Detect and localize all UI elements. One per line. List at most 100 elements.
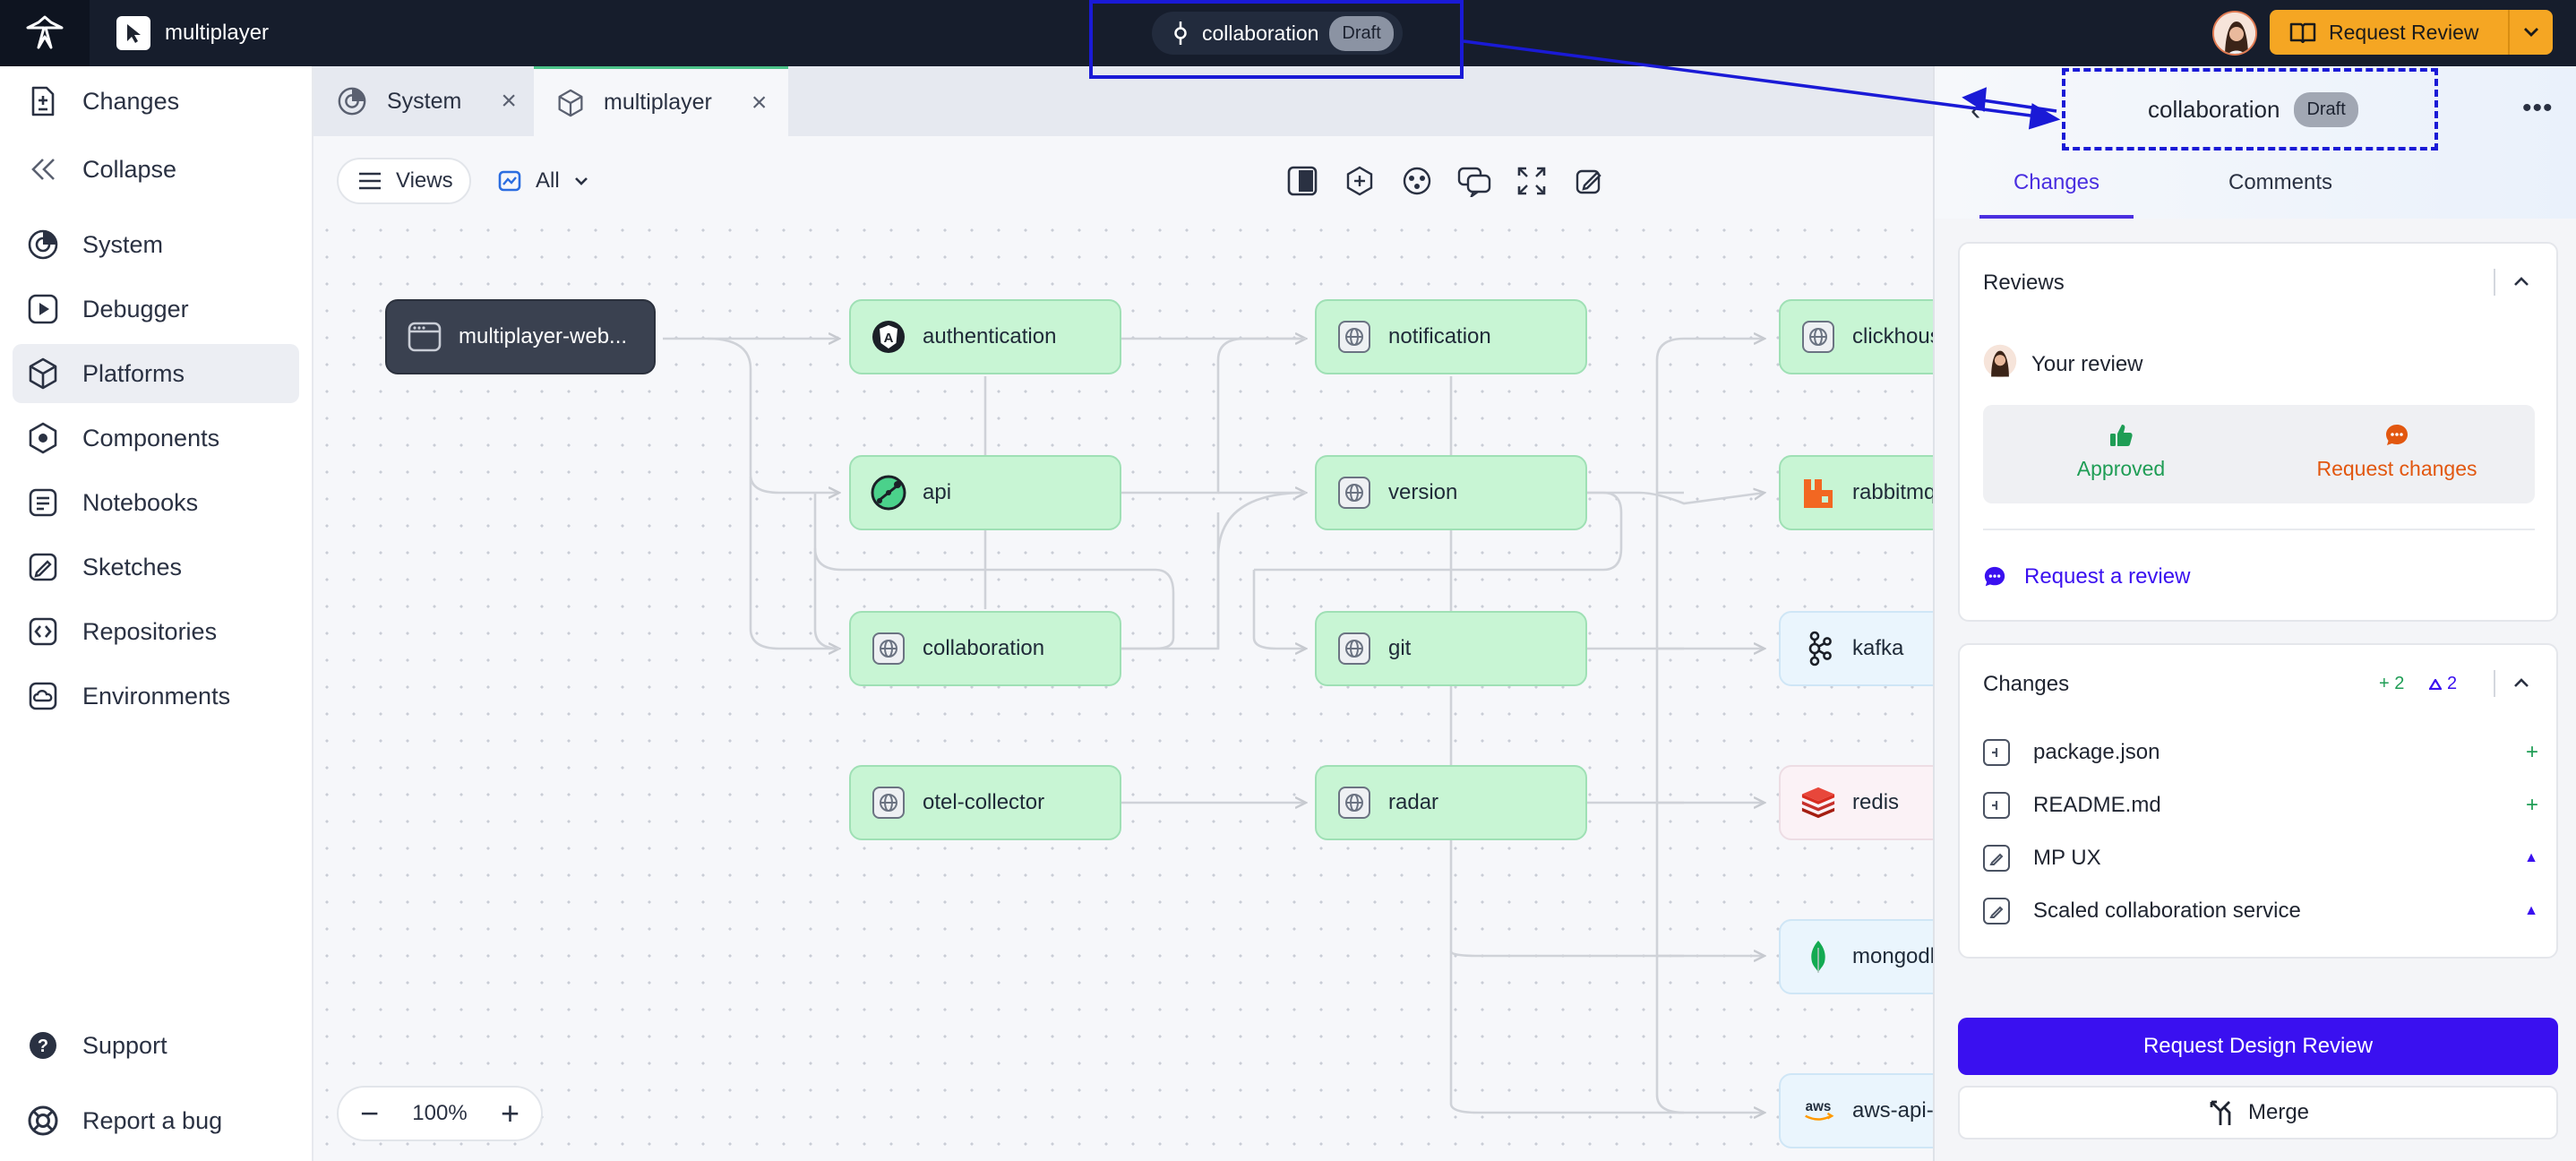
sidebar-item-label: Repositories — [82, 617, 218, 645]
repositories-icon — [27, 615, 59, 648]
tab-multiplayer[interactable]: multiplayer × — [534, 66, 788, 136]
more-options-icon[interactable]: ••• — [2522, 93, 2554, 123]
tab-comments[interactable]: Comments — [2203, 170, 2357, 219]
components-icon — [27, 422, 59, 454]
file-name: README.md — [2033, 793, 2161, 817]
node-label: api — [923, 480, 952, 504]
fit-view-icon[interactable] — [1514, 163, 1550, 199]
chevron-down-icon — [574, 177, 588, 185]
back-arrow-icon[interactable]: ‹ — [1971, 93, 1981, 127]
request-changes-button[interactable]: Request changes — [2259, 423, 2535, 481]
sketch-icon — [1983, 845, 2010, 872]
service-globe-icon — [1336, 475, 1372, 511]
request-a-review-link[interactable]: Request a review — [1983, 564, 2190, 589]
graph-node-redis[interactable]: redis — [1779, 765, 1933, 840]
sidebar-item-label: Support — [82, 1031, 167, 1059]
changed-file-row[interactable]: README.md + — [1983, 784, 2538, 827]
node-label: notification — [1388, 324, 1491, 348]
edit-icon[interactable] — [1571, 163, 1607, 199]
changed-file-row[interactable]: MP UX ▲ — [1983, 837, 2538, 880]
changes-icon — [27, 85, 59, 117]
tab-system[interactable]: System × — [313, 66, 534, 136]
project-switcher[interactable]: multiplayer — [116, 15, 269, 51]
user-avatar[interactable] — [2212, 11, 2257, 56]
sidebar-item-repositories[interactable]: Repositories — [13, 602, 299, 661]
merge-button[interactable]: Merge — [1958, 1086, 2558, 1140]
request-review-button[interactable]: Request Review — [2270, 10, 2553, 55]
request-review-main[interactable]: Request Review — [2270, 21, 2508, 45]
project-icon — [116, 16, 150, 50]
divider — [2494, 269, 2495, 296]
graph-node-kafka[interactable]: kafka — [1779, 611, 1933, 686]
zoom-in-button[interactable]: + — [500, 1095, 519, 1131]
graph-node-radar[interactable]: radar — [1315, 765, 1587, 840]
sidebar-item-system[interactable]: System — [13, 215, 299, 274]
graph-node-version[interactable]: version — [1315, 455, 1587, 530]
graph-node-notification[interactable]: notification — [1315, 299, 1587, 374]
graph-node-multiplayer-web[interactable]: multiplayer-web... — [385, 299, 656, 374]
add-node-icon[interactable] — [1342, 163, 1378, 199]
graph-node-collaboration[interactable]: collaboration — [849, 611, 1121, 686]
app-logo[interactable] — [0, 0, 90, 66]
sidebar-item-debugger[interactable]: Debugger — [13, 280, 299, 339]
graph-node-mongodb[interactable]: mongodb — [1779, 919, 1933, 994]
filter-dropdown[interactable]: All — [498, 158, 588, 204]
sidebar-item-changes[interactable]: Changes — [13, 72, 299, 131]
sidebar-item-environments[interactable]: Environments — [13, 666, 299, 726]
service-globe-icon — [1336, 631, 1372, 666]
sidebar-item-notebooks[interactable]: Notebooks — [13, 473, 299, 532]
graph-node-clickhouse[interactable]: clickhous — [1779, 299, 1933, 374]
chevron-up-icon[interactable] — [2513, 269, 2529, 292]
graph-node-api[interactable]: api — [849, 455, 1121, 530]
changed-file-row[interactable]: Scaled collaboration service ▲ — [1983, 890, 2538, 933]
graph-node-rabbitmq[interactable]: rabbitmq — [1779, 455, 1933, 530]
chevron-up-icon[interactable] — [2513, 670, 2529, 693]
changed-file-row[interactable]: package.json + — [1983, 731, 2538, 774]
request-design-review-button[interactable]: Request Design Review — [1958, 1018, 2558, 1075]
sidebar-item-components[interactable]: Components — [13, 408, 299, 468]
file-name: MP UX — [2033, 846, 2101, 870]
branch-selector[interactable]: collaboration Draft — [1152, 12, 1403, 55]
close-tab-icon[interactable]: × — [501, 86, 517, 116]
system-icon — [27, 228, 59, 261]
sidebar-item-report-bug[interactable]: Report a bug — [13, 1091, 299, 1150]
zoom-out-button[interactable]: − — [360, 1095, 380, 1131]
close-tab-icon[interactable]: × — [751, 87, 768, 117]
sidebar-item-label: System — [82, 230, 164, 258]
sidebar-item-support[interactable]: ? Support — [13, 1016, 299, 1075]
sidebar-item-sketches[interactable]: Sketches — [13, 538, 299, 597]
filter-label: All — [536, 168, 560, 193]
graph-node-otel-collector[interactable]: otel-collector — [849, 765, 1121, 840]
svg-text:A: A — [884, 331, 894, 346]
tab-label: System — [387, 88, 462, 114]
sketch-icon — [1983, 898, 2010, 924]
graph-node-aws-api[interactable]: aws aws-api- — [1779, 1073, 1933, 1148]
node-label: kafka — [1852, 636, 1904, 660]
mongodb-icon — [1800, 939, 1836, 975]
comments-icon[interactable] — [1456, 163, 1492, 199]
sidebar-item-collapse[interactable]: Collapse — [13, 140, 299, 199]
sidebar-item-label: Notebooks — [82, 488, 199, 516]
project-name: multiplayer — [165, 21, 270, 45]
tab-changes[interactable]: Changes — [1979, 170, 2134, 219]
toggle-panel-icon[interactable] — [1284, 163, 1320, 199]
node-label: git — [1388, 636, 1412, 660]
graph-node-authentication[interactable]: A authentication — [849, 299, 1121, 374]
request-review-dropdown[interactable] — [2508, 10, 2553, 55]
sidebar-item-label: Platforms — [82, 359, 185, 387]
modified-count-wrap: 2 — [2429, 674, 2457, 694]
group-icon[interactable] — [1399, 163, 1435, 199]
platform-canvas[interactable]: Views All — [313, 136, 1933, 1161]
graph-node-git[interactable]: git — [1315, 611, 1587, 686]
views-button[interactable]: Views — [337, 158, 471, 204]
service-globe-icon — [1800, 319, 1836, 355]
reviews-heading: Reviews — [1983, 271, 2065, 295]
approve-button[interactable]: Approved — [1983, 423, 2259, 481]
lifebuoy-icon — [27, 1105, 59, 1137]
merge-label: Merge — [2247, 1100, 2310, 1124]
file-name: package.json — [2033, 740, 2160, 764]
svg-text:aws: aws — [1806, 1099, 1832, 1114]
sidebar-item-label: Collapse — [82, 155, 177, 183]
service-globe-icon — [1336, 785, 1372, 821]
sidebar-item-platforms[interactable]: Platforms — [13, 344, 299, 403]
